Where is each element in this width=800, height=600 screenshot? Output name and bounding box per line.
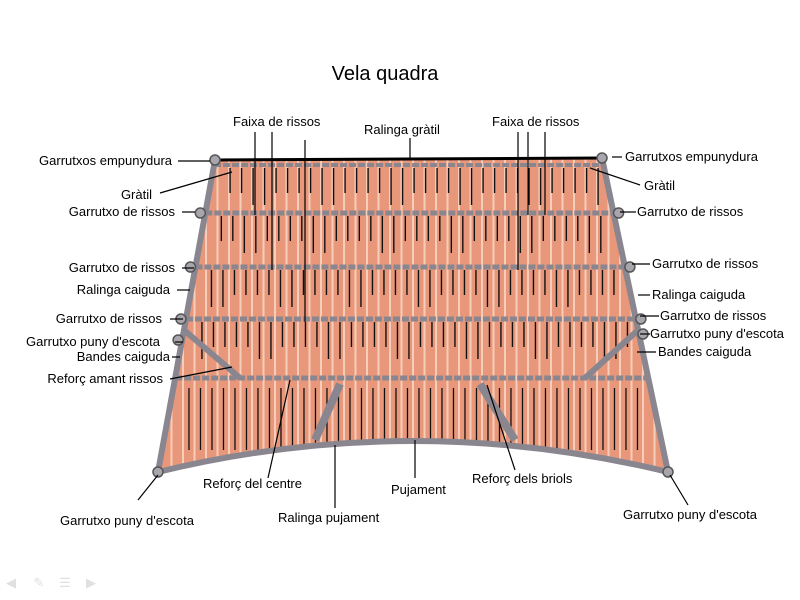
sail-panels: [159, 158, 667, 472]
leader-line: [267, 379, 291, 479]
label-right-bandes-caiguda: Bandes caiguda: [658, 344, 752, 359]
cringle: [596, 152, 608, 164]
diagram-title: Vela quadra: [331, 63, 439, 85]
label-left-puny-escota: Garrutxo puny d'escota: [26, 334, 160, 349]
cringle: [152, 466, 164, 478]
leader-line: [159, 171, 233, 194]
label-right-rissos-2: Garrutxo de rissos: [652, 256, 759, 271]
label-left-rissos-3: Garrutxo de rissos: [55, 311, 162, 326]
cringle: [172, 334, 184, 346]
reforc-briols: [476, 381, 519, 443]
reforc-centre-left: [311, 382, 344, 442]
leader-line: [589, 167, 641, 186]
label-right-rissos-1: Garrutxo de rissos: [637, 204, 744, 219]
leader-line: [137, 474, 159, 501]
label-faixa-rissos-left: Faixa de rissos: [233, 114, 321, 129]
label-left-ralinga-caiguda: Ralinga caiguda: [76, 282, 170, 297]
bandes-caiguda-left: [181, 327, 242, 381]
label-ralinga-pujament: Ralinga pujament: [278, 510, 380, 525]
ralinga-gratil: [214, 156, 603, 162]
leader-line: [169, 366, 233, 380]
label-left-empunydura: Garrutxos empunydura: [39, 153, 172, 168]
label-right-rissos-3: Garrutxo de rissos: [660, 308, 767, 323]
label-reforc-amant-rissos: Reforç amant rissos: [47, 371, 163, 386]
label-pujament: Pujament: [391, 482, 446, 497]
label-left-gratil: Gràtil: [120, 187, 152, 202]
label-left-rissos-1: Garrutxo de rissos: [68, 204, 175, 219]
cringle: [612, 207, 625, 219]
label-ralinga-gratil: Ralinga gràtil: [364, 122, 440, 137]
label-bottom-left-puny-escota: Garrutxo puny d'escota: [60, 513, 194, 528]
previous-slide-icon[interactable]: ◀: [6, 575, 16, 590]
label-faixa-rissos-right: Faixa de rissos: [492, 114, 580, 129]
label-reforc-briols: Reforç dels briols: [472, 471, 573, 486]
leader-line: [486, 384, 516, 471]
next-slide-icon[interactable]: ▶: [86, 575, 96, 590]
bandes-caiguda-right: [582, 327, 641, 381]
label-left-bandes-caiguda: Bandes caiguda: [76, 349, 170, 364]
label-right-gratil: Gràtil: [644, 178, 676, 193]
cringle: [662, 466, 674, 478]
cringle: [194, 207, 207, 219]
label-right-empunydura: Garrutxos empunydura: [625, 149, 758, 164]
ralinga-pujament: [157, 438, 669, 475]
leader-line: [669, 474, 689, 506]
label-right-ralinga-caiguda: Ralinga caiguda: [652, 287, 746, 302]
cringle: [184, 261, 197, 273]
label-right-puny-escota: Garrutxo puny d'escota: [650, 326, 784, 341]
ralinga-caiguda-right: [599, 157, 671, 473]
pen-icon[interactable]: ✎: [33, 575, 45, 590]
cringle: [209, 154, 221, 166]
label-left-rissos-2: Garrutxo de rissos: [68, 260, 175, 275]
menu-icon[interactable]: ☰: [59, 575, 71, 590]
label-reforc-centre: Reforç del centre: [203, 476, 302, 491]
label-bottom-right-puny-escota: Garrutxo puny d'escota: [623, 507, 757, 522]
